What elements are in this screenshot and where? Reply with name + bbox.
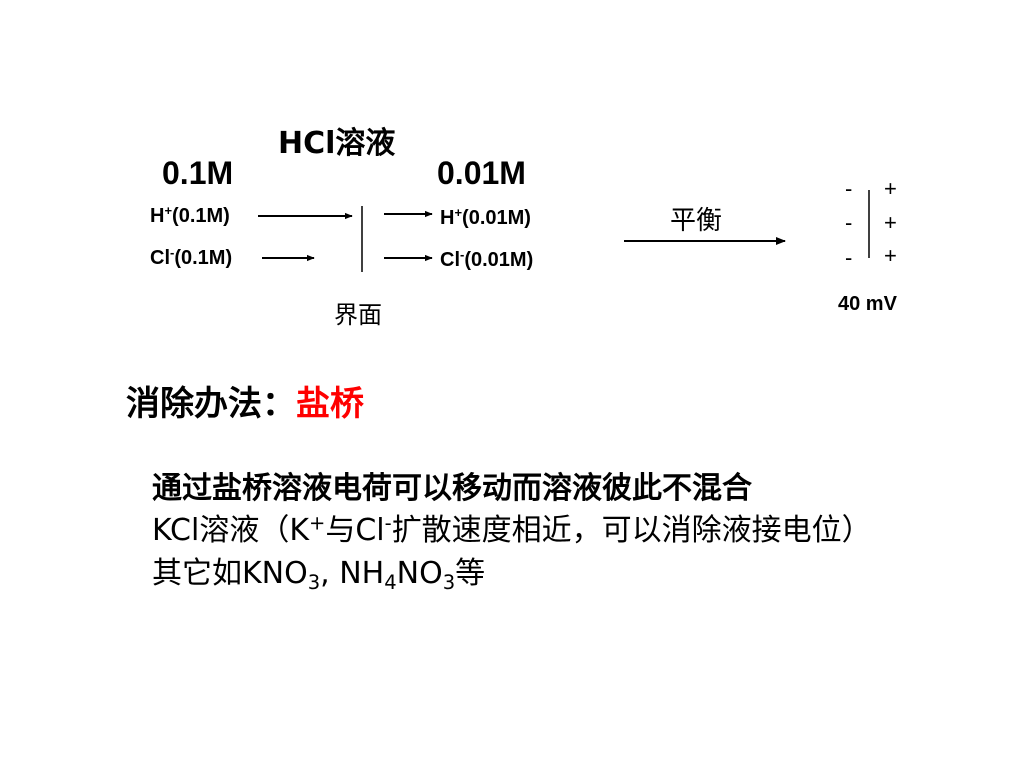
left-concentration: 0.1M bbox=[162, 155, 234, 191]
diagram-title: HCl溶液 bbox=[278, 126, 396, 161]
solution-heading: 消除办法：盐桥 bbox=[126, 376, 364, 425]
other-salts: 其它如KNO3, NH4NO3等 bbox=[152, 556, 486, 594]
right-cl-ion-label: Cl-(0.01M) bbox=[440, 246, 534, 271]
left-cl-ion-label: Cl-(0.1M) bbox=[150, 244, 233, 269]
positive-sign-1: + bbox=[884, 176, 897, 201]
positive-sign-3: + bbox=[884, 243, 897, 268]
left-h-ion-label: H+(0.1M) bbox=[150, 202, 230, 227]
equilibrium-label: 平衡 bbox=[670, 206, 723, 236]
right-h-ion-label: H+(0.01M) bbox=[440, 204, 531, 229]
negative-sign-1: - bbox=[845, 176, 853, 201]
right-concentration: 0.01M bbox=[437, 155, 526, 191]
positive-sign-2: + bbox=[884, 210, 897, 235]
negative-sign-3: - bbox=[845, 245, 853, 270]
salt-bridge-description: 通过盐桥溶液电荷可以移动而溶液彼此不混合 bbox=[152, 471, 752, 506]
salt-bridge-highlight: 盐桥 bbox=[296, 384, 364, 424]
negative-sign-2: - bbox=[845, 210, 853, 235]
kcl-explanation: KCl溶液（K+与Cl-扩散速度相近，可以消除液接电位） bbox=[152, 511, 872, 548]
potential-value: 40 mV bbox=[838, 293, 897, 315]
solution-heading-prefix: 消除办法： bbox=[126, 384, 296, 424]
interface-label: 界面 bbox=[334, 301, 382, 329]
